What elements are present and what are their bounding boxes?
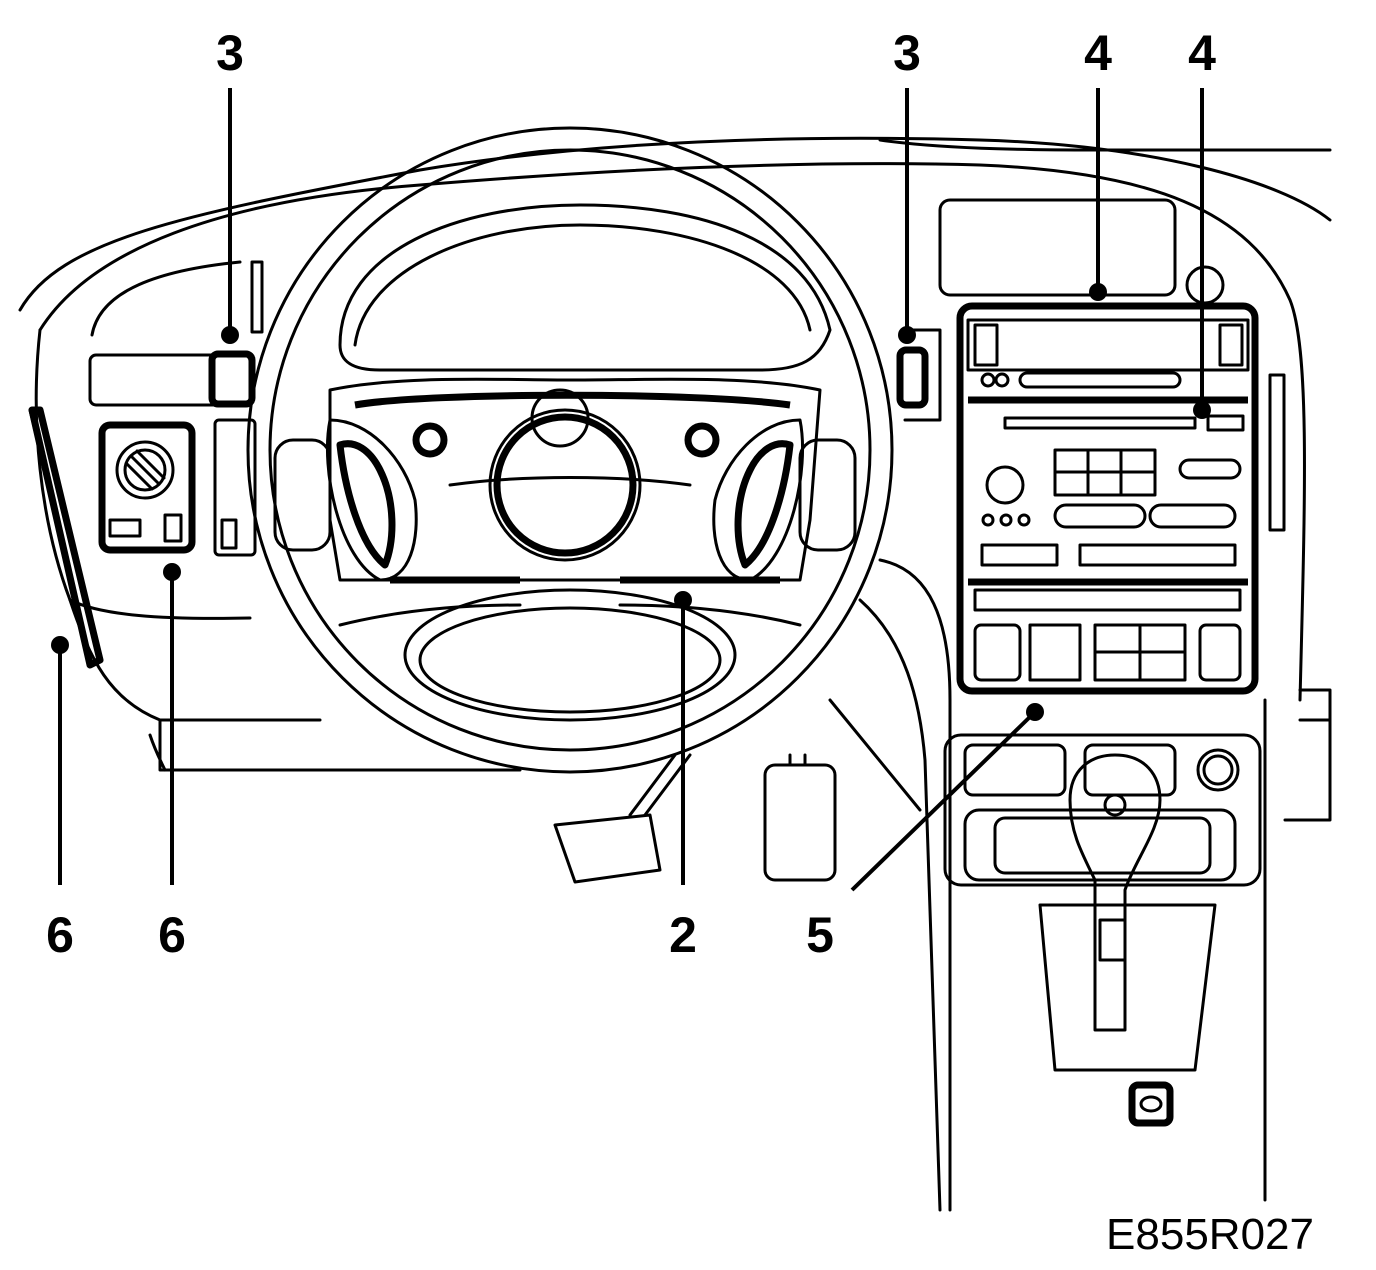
steering-wheel [246, 126, 894, 774]
center-console [858, 198, 1332, 1212]
pedals [553, 698, 922, 884]
callout-3-right: 3 [893, 25, 921, 81]
callout-6-left: 6 [158, 907, 186, 963]
callout-4-right: 4 [1188, 25, 1216, 81]
callout-4-left: 4 [1084, 25, 1112, 81]
callout-6-far-left: 6 [46, 907, 74, 963]
figure-code: E855R027 [1106, 1210, 1314, 1259]
leaders [51, 88, 1211, 892]
callout-2: 2 [669, 907, 697, 963]
callout-5: 5 [806, 907, 834, 963]
right-stalk [896, 328, 942, 422]
callout-3-left: 3 [216, 25, 244, 81]
left-controls [28, 260, 264, 669]
